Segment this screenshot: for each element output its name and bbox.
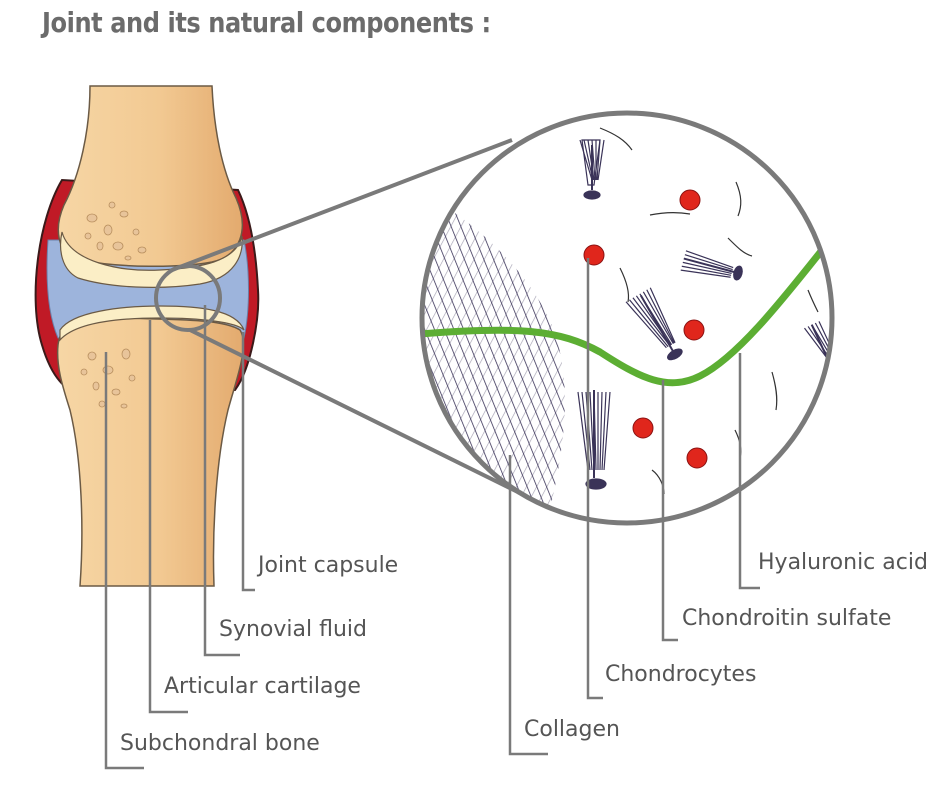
lower-cartilage <box>59 305 245 342</box>
brush-5 <box>804 321 832 362</box>
label-collagen: Collagen <box>524 717 620 742</box>
upper-cartilage <box>59 231 243 288</box>
leader-articular-cartilage <box>148 320 188 714</box>
leader-chondroitin-sulfate <box>661 380 678 642</box>
brush-2 <box>680 250 743 281</box>
page-title: Joint and its natural components : <box>42 6 491 39</box>
leader-lines <box>104 258 760 770</box>
label-subchondral-bone: Subchondral bone <box>120 731 320 756</box>
brush-3 <box>625 287 683 361</box>
zoom-connectors <box>171 138 531 500</box>
leader-hyaluronic-acid <box>738 353 760 590</box>
upper-bone <box>57 85 244 267</box>
brush-1 <box>579 139 605 200</box>
leader-collagen <box>508 455 548 756</box>
label-articular-cartilage: Articular cartilage <box>164 674 361 699</box>
hyaluronic-acid-strand <box>422 236 832 387</box>
lower-bone-pores <box>80 348 136 409</box>
magnified-view-border <box>419 110 835 526</box>
label-chondroitin-sulfate: Chondroitin sulfate <box>682 606 891 631</box>
label-joint-capsule: Joint capsule <box>256 553 398 578</box>
brush-4 <box>577 390 611 490</box>
leader-subchondral-bone <box>104 352 144 770</box>
label-synovial-fluid: Synovial fluid <box>219 617 367 642</box>
label-chondrocytes: Chondrocytes <box>605 662 756 687</box>
leader-synovial-fluid <box>203 305 240 657</box>
label-hyaluronic-acid: Hyaluronic acid <box>758 550 928 575</box>
upper-bone-pores <box>84 201 147 261</box>
labels: Joint capsule Synovial fluid Articular c… <box>120 550 928 756</box>
leader-chondrocytes <box>586 258 603 700</box>
matrix-strands <box>599 127 819 495</box>
chondrocytes <box>583 189 708 469</box>
joint-illustration <box>34 85 260 587</box>
proteoglycan-brushes <box>577 139 832 490</box>
leader-joint-capsule <box>241 332 255 592</box>
